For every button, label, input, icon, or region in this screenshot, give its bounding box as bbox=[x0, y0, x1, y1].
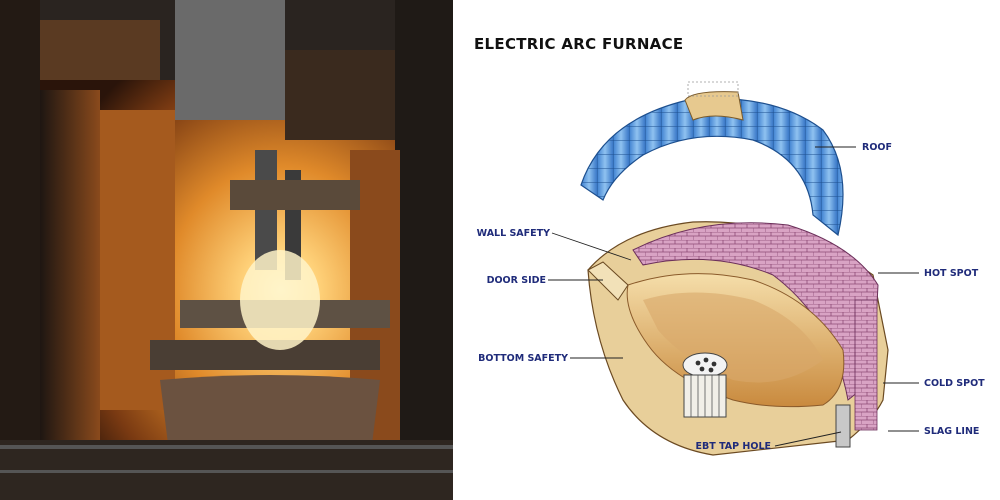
label-ebt-tap-hole: EBT TAP HOLE bbox=[696, 441, 771, 452]
diagram-title: ELECTRIC ARC FURNACE bbox=[474, 35, 684, 53]
furnace-body bbox=[587, 221, 889, 456]
furnace-diagram: ROOF WALL SAFETY DOOR SIDE HOT SPOT BOTT… bbox=[453, 0, 1000, 500]
label-bottom-safety: BOTTOM SAFETY bbox=[478, 353, 568, 364]
furnace-photo bbox=[0, 0, 453, 500]
label-hot-spot: HOT SPOT bbox=[924, 268, 979, 279]
label-slag-line: SLAG LINE bbox=[924, 426, 979, 437]
leader-lines bbox=[548, 146, 919, 447]
label-wall-safety: WALL SAFETY bbox=[477, 228, 550, 239]
label-cold-spot: COLD SPOT bbox=[924, 378, 985, 389]
label-roof: ROOF bbox=[862, 142, 892, 153]
roof-shape bbox=[580, 81, 844, 237]
label-door-side: DOOR SIDE bbox=[487, 275, 546, 286]
